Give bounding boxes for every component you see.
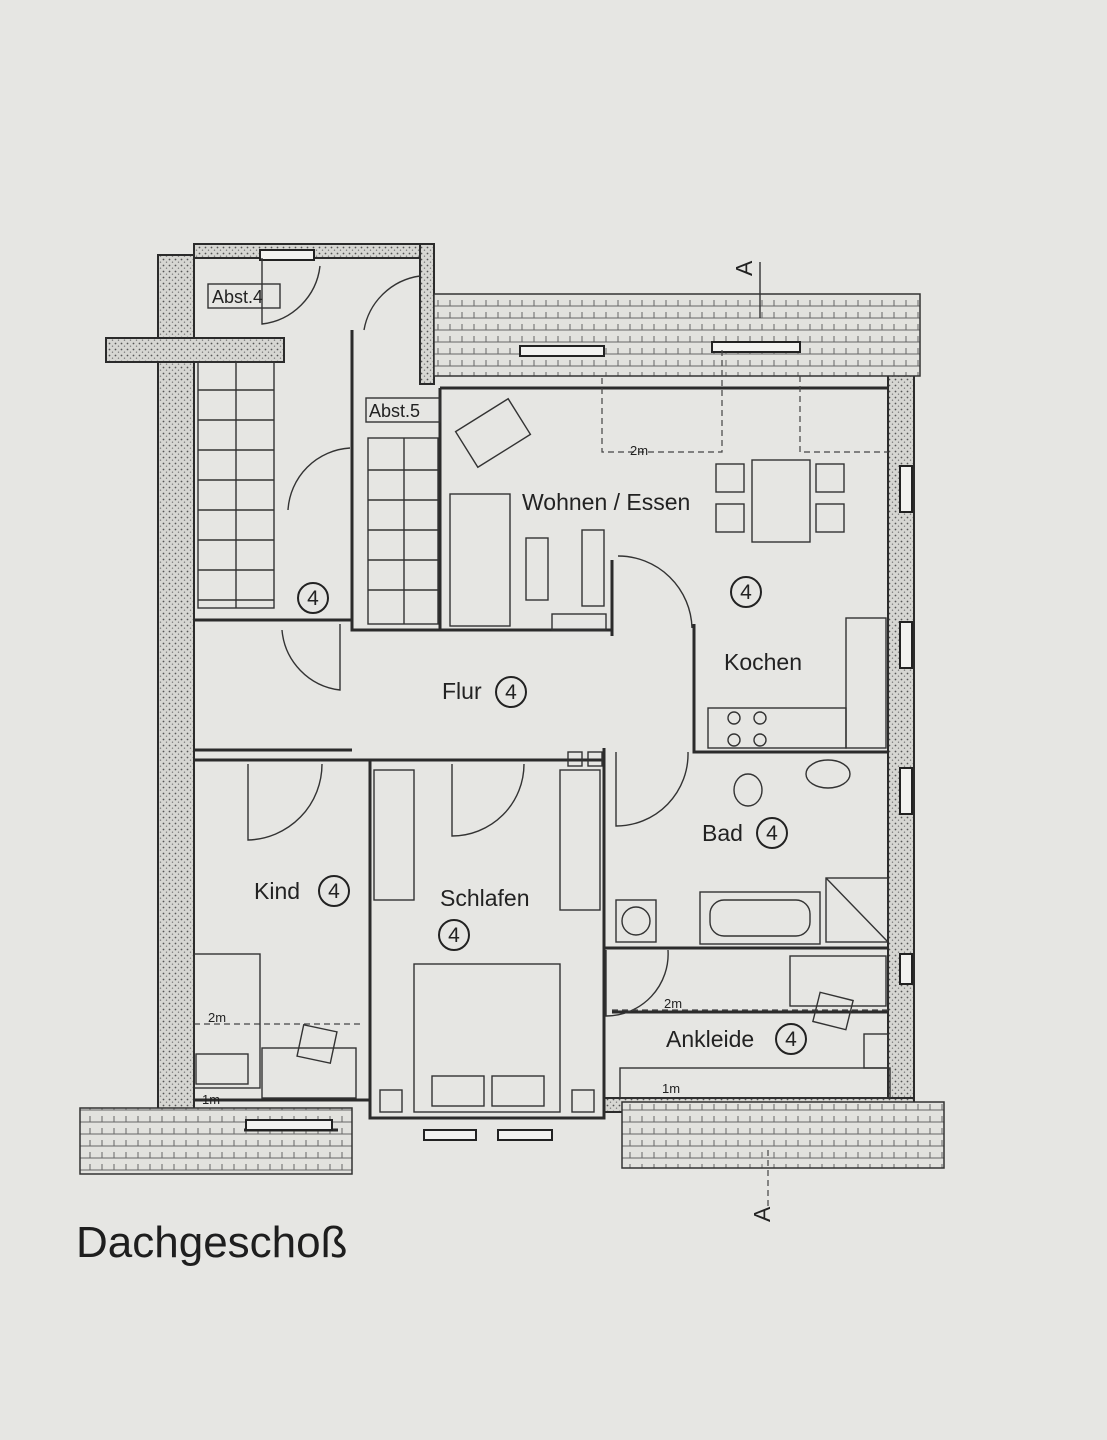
roof-eaves <box>79 293 945 1175</box>
interior-walls <box>194 330 888 1132</box>
dim-ankleide: 2m <box>664 996 682 1011</box>
staircase-main <box>197 361 275 609</box>
kitchen-units <box>707 617 887 749</box>
marker-schlafen: 4 <box>448 924 460 947</box>
bedroom-furniture <box>373 769 601 1113</box>
room-label-kind: Kind <box>254 878 300 904</box>
room-label-wohnen: Wohnen / Essen <box>522 489 690 515</box>
slope-lines <box>194 346 888 1025</box>
room-label-ankleide: Ankleide <box>666 1026 754 1052</box>
bath-fixtures <box>567 751 889 945</box>
dressing-furniture <box>619 955 891 1099</box>
abst5-box <box>365 397 441 423</box>
marker-wohnen: 4 <box>740 581 752 604</box>
dim-kind-1m: 1m <box>202 1092 220 1107</box>
living-furniture <box>449 397 607 631</box>
exterior-walls <box>105 243 915 1113</box>
section-label-top: A <box>731 260 757 276</box>
marker-bad: 4 <box>766 822 778 845</box>
section-label-bottom: A <box>749 1206 775 1222</box>
plan-title: Dachgeschoß <box>76 1218 348 1267</box>
room-label-bad: Bad <box>702 820 743 846</box>
dim-wohnen: 2m <box>630 443 648 458</box>
section-line: A A <box>731 260 775 1222</box>
staircase-attic <box>367 437 439 625</box>
child-furniture <box>193 953 357 1099</box>
abst4-label: Abst.4 <box>212 287 263 307</box>
room-label-schlafen: Schlafen <box>440 885 530 911</box>
dim-ankleide-1m: 1m <box>662 1081 680 1096</box>
marker-flur: 4 <box>505 681 517 704</box>
abst4-box <box>207 283 281 309</box>
marker-ankleide: 4 <box>785 1028 797 1051</box>
dim-kind: 2m <box>208 1010 226 1025</box>
windows <box>245 249 913 1141</box>
marker-stair: 4 <box>307 587 319 610</box>
abst5-label: Abst.5 <box>369 401 420 421</box>
room-label-flur: Flur <box>442 678 482 704</box>
dining-table <box>715 459 845 543</box>
door-swings <box>247 258 693 1017</box>
room-label-kochen: Kochen <box>724 649 802 675</box>
room-markers: 4 4 4 4 4 4 4 <box>297 576 807 1055</box>
marker-kind: 4 <box>328 880 340 903</box>
